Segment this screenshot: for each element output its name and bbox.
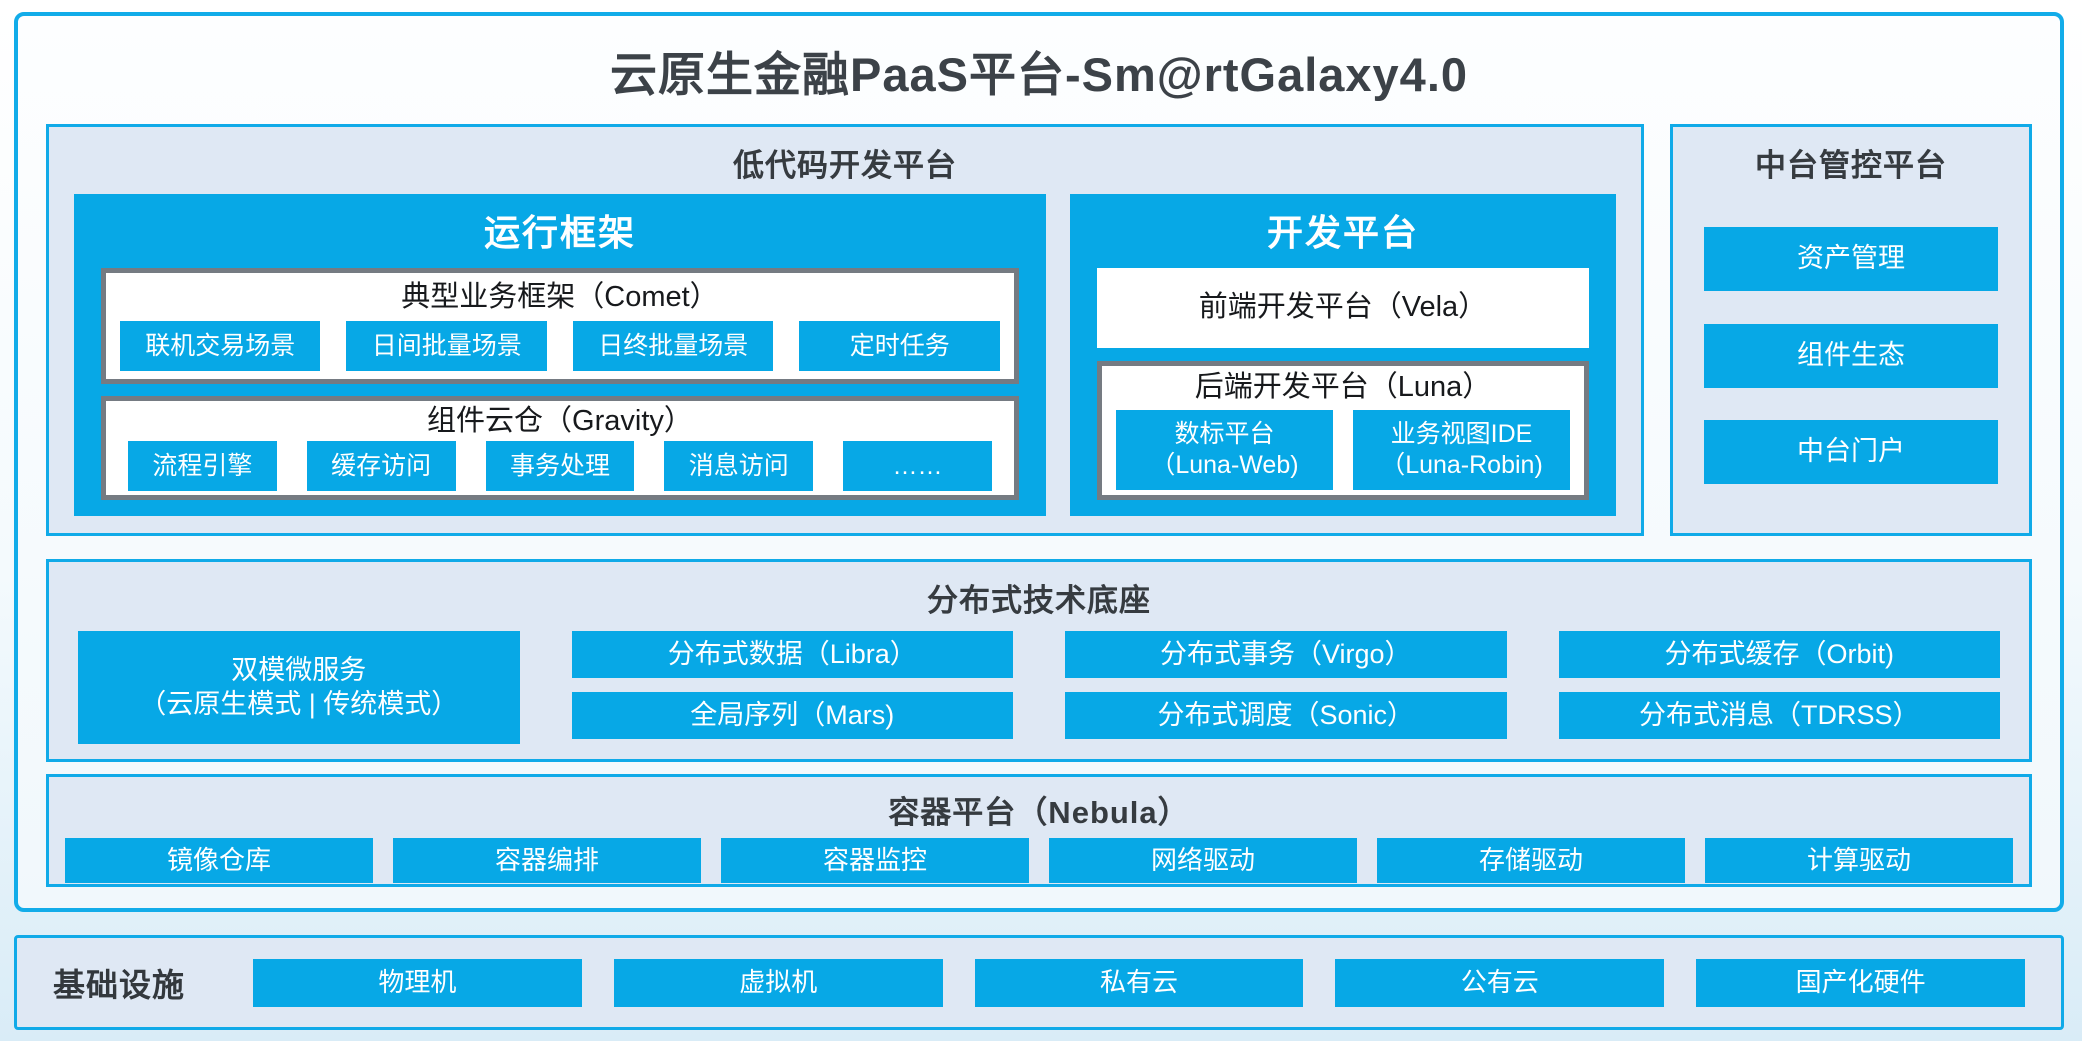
luna-items: 数标平台 （Luna-Web) 业务视图IDE （Luna-Robin)	[1115, 409, 1570, 490]
luna-item-luna-web: 数标平台 （Luna-Web)	[1115, 409, 1333, 490]
mid-platform-panel: 中台管控平台 资产管理 组件生态 中台门户	[1670, 124, 2032, 536]
gravity-items: 流程引擎 缓存访问 事务处理 消息访问 ……	[128, 441, 992, 492]
luna-robin-line1: 业务视图IDE	[1390, 419, 1533, 448]
luna-item-luna-robin: 业务视图IDE （Luna-Robin)	[1352, 409, 1570, 490]
mid-item-component-ecosystem: 组件生态	[1704, 323, 1998, 388]
nebula-item-network-driver: 网络驱动	[1049, 838, 1357, 883]
comet-item-scheduled-task: 定时任务	[799, 321, 1000, 372]
luna-robin-line2: （Luna-Robin)	[1380, 450, 1543, 479]
distributed-body: 双模微服务 （云原生模式 | 传统模式） 分布式数据（Libra） 全局序列（M…	[49, 629, 2029, 759]
distributed-col-1: 分布式数据（Libra） 全局序列（Mars)	[571, 631, 1013, 744]
lowcode-platform-header: 低代码开发平台	[733, 148, 957, 183]
luna-web-line2: （Luna-Web)	[1150, 450, 1299, 479]
distributed-base-header: 分布式技术底座	[927, 583, 1151, 618]
comet-title: 典型业务框架（Comet）	[401, 280, 719, 313]
nebula-item-container-monitoring: 容器监控	[721, 838, 1029, 883]
vela-box: 前端开发平台（Vela）	[1096, 268, 1589, 348]
gravity-item-message-access: 消息访问	[664, 441, 814, 492]
distributed-col-3: 分布式缓存（Orbit) 分布式消息（TDRSS）	[1558, 631, 2000, 744]
nebula-item-storage-driver: 存储驱动	[1377, 838, 1685, 883]
dist-item-sonic: 分布式调度（Sonic）	[1065, 692, 1507, 739]
infra-item-domestic-hardware: 国产化硬件	[1696, 958, 2025, 1007]
dual-mode-microservice: 双模微服务 （云原生模式 | 传统模式）	[78, 631, 520, 744]
distributed-col-2: 分布式事务（Virgo） 分布式调度（Sonic）	[1065, 631, 1507, 744]
top-row: 低代码开发平台 运行框架 典型业务框架（Comet） 联机交易场景 日间批量场景…	[46, 124, 2032, 536]
gravity-box: 组件云仓（Gravity） 流程引擎 缓存访问 事务处理 消息访问 ……	[101, 396, 1019, 500]
dev-platform-header: 开发平台	[1266, 212, 1419, 253]
infrastructure-label: 基础设施	[53, 966, 186, 1003]
luna-title: 后端开发平台（Luna）	[1194, 371, 1492, 404]
dual-mode-line1: 双模微服务	[231, 654, 367, 685]
comet-item-endofday-batch: 日终批量场景	[572, 321, 774, 372]
gravity-item-process-engine: 流程引擎	[128, 441, 277, 492]
mid-item-asset-management: 资产管理	[1704, 226, 1998, 291]
comet-box: 典型业务框架（Comet） 联机交易场景 日间批量场景 日终批量场景 定时任务	[101, 268, 1019, 384]
container-platform-items: 镜像仓库 容器编排 容器监控 网络驱动 存储驱动 计算驱动	[49, 838, 2029, 895]
nebula-item-compute-driver: 计算驱动	[1705, 838, 2013, 883]
infra-item-private-cloud: 私有云	[974, 958, 1304, 1007]
comet-items: 联机交易场景 日间批量场景 日终批量场景 定时任务	[120, 321, 1000, 372]
infra-item-physical-machine: 物理机	[253, 958, 582, 1007]
nebula-item-image-registry: 镜像仓库	[65, 838, 373, 883]
dist-item-libra: 分布式数据（Libra）	[571, 631, 1013, 678]
dist-item-tdrss: 分布式消息（TDRSS）	[1558, 692, 2000, 739]
container-platform-header: 容器平台（Nebula）	[888, 795, 1190, 830]
dual-mode-line2: （云原生模式 | 传统模式）	[139, 688, 459, 719]
infra-item-virtual-machine: 虚拟机	[613, 958, 943, 1007]
lowcode-body: 运行框架 典型业务框架（Comet） 联机交易场景 日间批量场景 日终批量场景 …	[74, 194, 1616, 516]
comet-item-daytime-batch: 日间批量场景	[346, 321, 547, 372]
gravity-title: 组件云仓（Gravity）	[427, 404, 693, 437]
dist-item-virgo: 分布式事务（Virgo）	[1065, 631, 1507, 678]
mid-item-mid-portal: 中台门户	[1704, 420, 1998, 485]
luna-web-line1: 数标平台	[1174, 419, 1275, 448]
dev-platform-block: 开发平台 前端开发平台（Vela） 后端开发平台（Luna） 数标平台 （Lun…	[1069, 194, 1616, 516]
mid-platform-items: 资产管理 组件生态 中台门户	[1673, 194, 2029, 533]
runtime-framework-header: 运行框架	[483, 212, 636, 253]
comet-item-online-transaction: 联机交易场景	[120, 321, 321, 372]
gravity-item-transaction-processing: 事务处理	[485, 441, 635, 492]
infra-item-public-cloud: 公有云	[1335, 958, 1665, 1007]
lowcode-platform-panel: 低代码开发平台 运行框架 典型业务框架（Comet） 联机交易场景 日间批量场景…	[46, 124, 1644, 536]
dist-item-mars: 全局序列（Mars)	[571, 692, 1013, 739]
infrastructure-bar: 基础设施 物理机 虚拟机 私有云 公有云 国产化硬件	[14, 935, 2064, 1030]
gravity-item-cache-access: 缓存访问	[306, 441, 456, 492]
platform-container: 云原生金融PaaS平台-Sm@rtGalaxy4.0 低代码开发平台 运行框架 …	[14, 12, 2064, 912]
vela-title: 前端开发平台（Vela）	[1198, 291, 1488, 324]
gravity-item-ellipsis: ……	[843, 441, 992, 492]
page-title: 云原生金融PaaS平台-Sm@rtGalaxy4.0	[609, 47, 1469, 101]
distributed-base-panel: 分布式技术底座 双模微服务 （云原生模式 | 传统模式） 分布式数据（Libra…	[46, 559, 2032, 762]
distributed-col-dual-mode: 双模微服务 （云原生模式 | 传统模式）	[78, 631, 520, 744]
container-platform-panel: 容器平台（Nebula） 镜像仓库 容器编排 容器监控 网络驱动 存储驱动 计算…	[46, 774, 2032, 887]
nebula-item-container-orchestration: 容器编排	[393, 838, 701, 883]
dist-item-orbit: 分布式缓存（Orbit)	[1558, 631, 2000, 678]
mid-platform-header: 中台管控平台	[1755, 148, 1947, 183]
luna-box: 后端开发平台（Luna） 数标平台 （Luna-Web) 业务视图IDE （Lu…	[1096, 361, 1589, 500]
runtime-framework-block: 运行框架 典型业务框架（Comet） 联机交易场景 日间批量场景 日终批量场景 …	[74, 194, 1046, 516]
